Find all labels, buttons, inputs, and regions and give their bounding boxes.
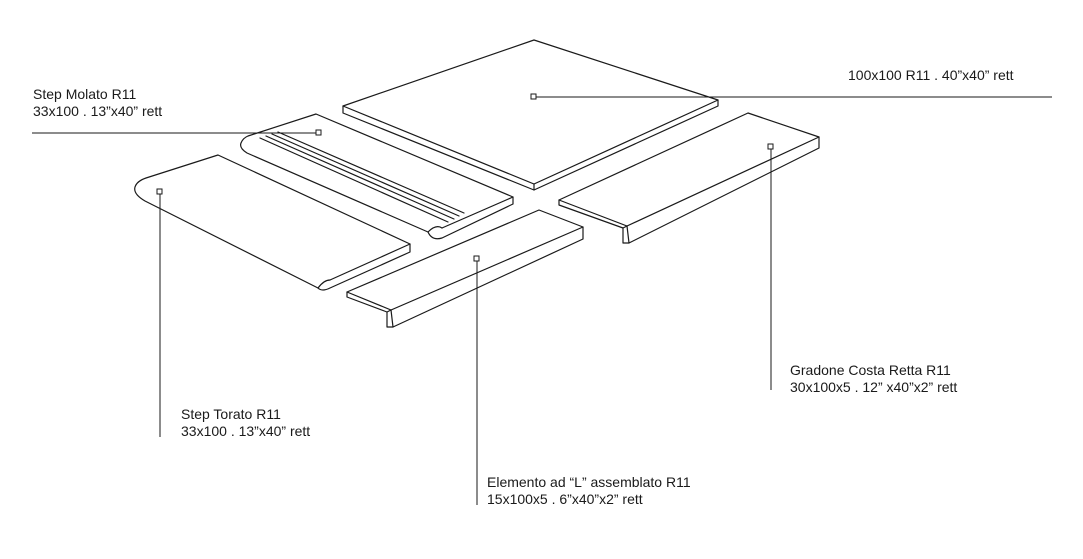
- leader-step-torato: [156, 188, 163, 437]
- leader-elemento-l: [473, 255, 480, 505]
- step-molato-shape: [240, 113, 514, 240]
- label-gradone-name: Gradone Costa Retta R11: [790, 362, 951, 378]
- elemento-l-shape: [346, 209, 584, 328]
- label-square-tile: 100x100 R11 . 40”x40” rett: [848, 67, 1014, 84]
- label-step-molato-name: Step Molato R11: [33, 86, 137, 102]
- label-elemento-l-name: Elemento ad “L” assemblato R11: [487, 474, 691, 490]
- label-step-torato-name: Step Torato R11: [181, 406, 281, 422]
- leader-step-molato: [32, 129, 322, 136]
- label-step-molato-size: 33x100 . 13”x40” rett: [33, 103, 163, 119]
- label-step-molato: Step Molato R11 33x100 . 13”x40” rett: [33, 86, 162, 120]
- leader-square-tile: [530, 93, 1052, 100]
- square-tile-shape: [342, 39, 719, 191]
- label-square-tile-name: 100x100 R11 . 40”x40” rett: [848, 67, 1014, 83]
- label-step-torato: Step Torato R11 33x100 . 13”x40” rett: [181, 406, 310, 440]
- step-torato-shape: [134, 154, 411, 291]
- label-gradone-size: 30x100x5 . 12” x40”x2” rett: [790, 379, 958, 395]
- label-step-torato-size: 33x100 . 13”x40” rett: [181, 423, 311, 439]
- label-elemento-l: Elemento ad “L” assemblato R11 15x100x5 …: [487, 474, 691, 508]
- leader-gradone: [767, 143, 774, 390]
- label-gradone: Gradone Costa Retta R11 30x100x5 . 12” x…: [790, 362, 957, 396]
- label-elemento-l-size: 15x100x5 . 6”x40”x2” rett: [487, 491, 643, 507]
- gradone-shape: [558, 112, 820, 244]
